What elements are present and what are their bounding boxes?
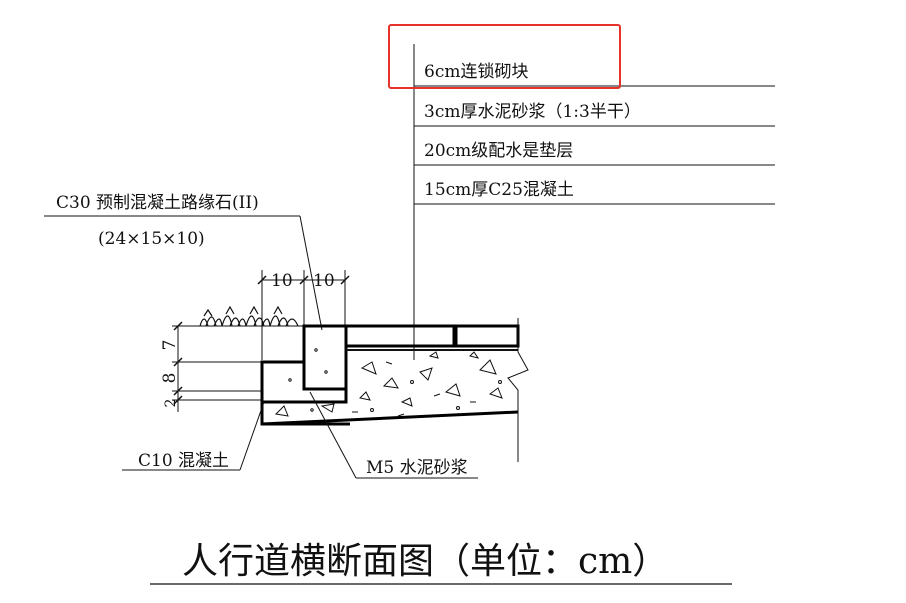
curb-size-label: (24×15×10) bbox=[98, 229, 205, 249]
m5-leader bbox=[309, 391, 357, 479]
m5-label: M5 水泥砂浆 bbox=[366, 458, 468, 478]
paving-blocks bbox=[344, 324, 520, 351]
dim-side-7: 7 bbox=[160, 340, 180, 351]
c10-leader bbox=[239, 401, 265, 471]
layer-label-interlock-block: 6cm连锁砌块 bbox=[424, 62, 528, 82]
drawing-title: 人行道横断面图（单位：cm） bbox=[182, 541, 668, 582]
dim-side-2: 2 bbox=[163, 399, 179, 408]
dim-side-8: 8 bbox=[160, 373, 180, 384]
layer-leader-lines bbox=[413, 44, 775, 360]
layer-label-mortar: 3cm厚水泥砂浆（1:3半干） bbox=[424, 102, 641, 122]
c10-concrete-base bbox=[260, 360, 348, 404]
dim-top-right: 10 bbox=[313, 271, 335, 291]
break-line bbox=[507, 318, 529, 462]
top-dimension bbox=[257, 270, 350, 360]
grass-planting bbox=[199, 305, 299, 327]
layer-label-c25-concrete: 15cm厚C25混凝土 bbox=[424, 180, 574, 200]
curb-stone bbox=[302, 324, 348, 391]
curb-leader bbox=[299, 215, 323, 331]
layer-label-graded-base: 20cm级配水是垫层 bbox=[424, 141, 573, 161]
c10-label: C10 混凝土 bbox=[138, 451, 229, 471]
base-bottom-line bbox=[261, 410, 519, 426]
curb-label: C30 预制混凝土路缘石(II) bbox=[56, 193, 259, 213]
dim-top-left: 10 bbox=[271, 271, 293, 291]
aggregate-texture bbox=[274, 348, 503, 417]
highlight-box bbox=[388, 24, 621, 89]
side-dimension bbox=[172, 321, 305, 412]
